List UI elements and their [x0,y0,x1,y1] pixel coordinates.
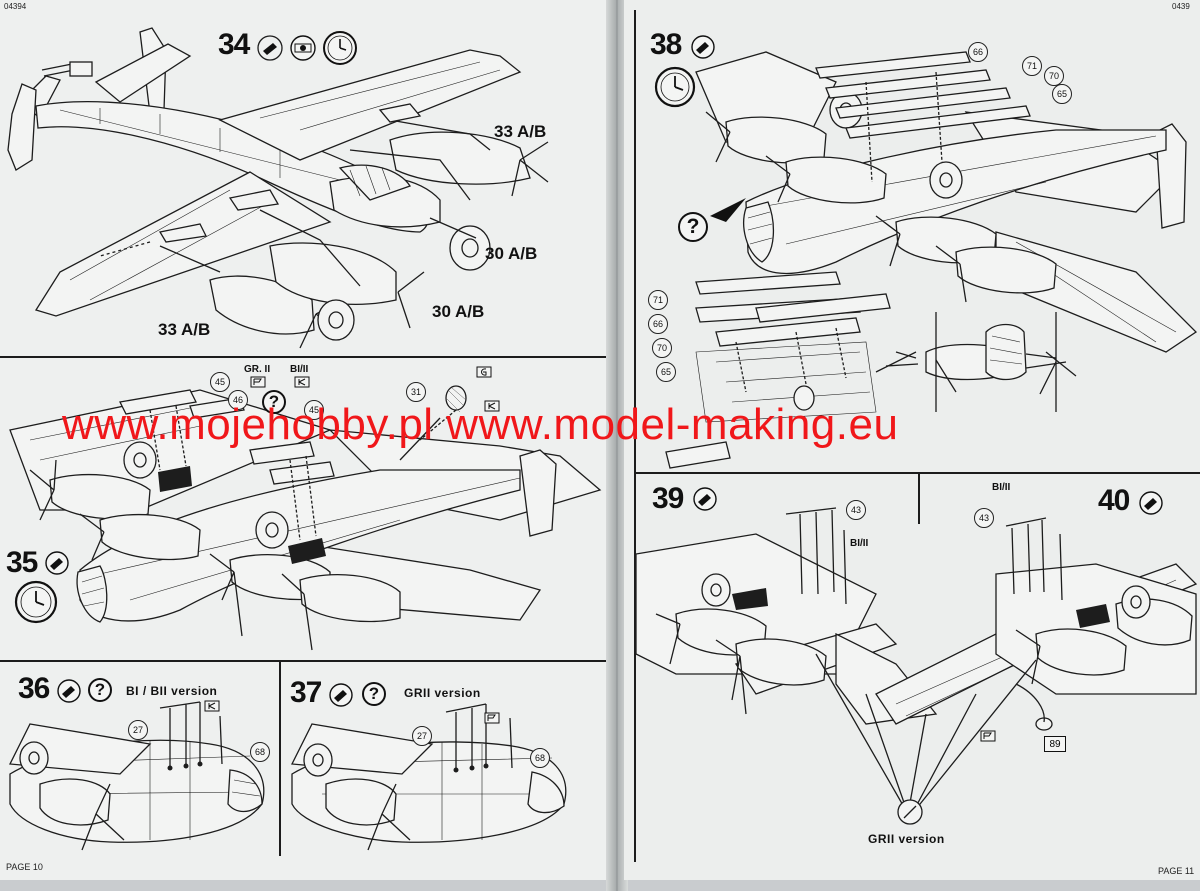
question-mark-icon: ? [88,678,112,702]
glue-tube-icon [691,35,715,59]
step-35-number: 35 [6,546,38,579]
pointer-wedge-icon [710,198,746,222]
step-39-number: 39 [652,482,684,515]
watermark-text: www.mojehobby.pl www.model-making.eu [62,400,899,449]
page-label-right: PAGE 11 [1158,866,1195,876]
callout-70-b: 70 [652,338,672,358]
callout-71-b: 71 [648,290,668,310]
callout-46: 46 [228,390,248,410]
decal-flag-icon [204,700,220,712]
label-33ab-top: 33 A/B [494,122,547,141]
step-37-number: 37 [290,676,322,709]
binding-gutter [606,0,628,891]
glue-tube-icon [45,551,69,575]
question-mark-icon: ? [678,212,708,242]
catalog-number: 04394 [4,2,27,11]
step-34-number: 34 [218,28,250,61]
step-36-number: 36 [18,672,50,705]
clamp-icon [290,35,316,61]
right-page: 0439 [624,0,1200,880]
glue-tube-icon [1139,491,1163,515]
step-36-drawing [8,701,265,851]
tag-gr2: GR. II [244,364,271,375]
tag-bi2-left: BI/II [850,538,869,549]
decal-flag-icon [980,730,996,742]
clock-icon [323,31,357,65]
left-page: 04394 [0,0,612,880]
question-mark-icon: ? [262,390,286,414]
callout-45: 45 [210,372,230,392]
callout-31: 31 [406,382,426,402]
step-40-number: 40 [1098,484,1130,517]
callout-45-b: 45 [304,400,324,420]
decal-flag-icon [484,400,500,412]
callout-65: 65 [1052,84,1072,104]
callout-43-left: 43 [846,500,866,520]
step-39-40-drawing [636,507,1198,825]
callout-43-right: 43 [974,508,994,528]
glue-tube-icon [693,487,717,511]
callout-66-b: 66 [648,314,668,334]
label-30ab-right: 30 A/B [485,244,538,263]
callout-27: 27 [128,720,148,740]
callout-71: 71 [1022,56,1042,76]
decal-flag-icon [294,376,310,388]
callout-27: 27 [412,726,432,746]
tag-bi2-right: BI/II [992,482,1011,493]
glue-tube-icon [329,683,353,707]
label-30ab-bottom: 30 A/B [432,302,485,321]
step-38-drawing [665,51,1198,469]
decal-flag-icon [250,376,266,388]
clock-icon [654,66,696,108]
tag-bi2: BI/II [290,364,309,375]
callout-68: 68 [530,748,550,768]
clock-icon [14,580,58,624]
divider [918,472,920,524]
glue-tube-icon [257,35,283,61]
catalog-number-right: 0439 [1172,2,1190,11]
step-38-number: 38 [650,28,682,61]
callout-70: 70 [1044,66,1064,86]
decal-flag-icon [476,366,492,378]
callout-68: 68 [250,742,270,762]
callout-66: 66 [968,42,988,62]
decal-flag-icon [484,712,500,724]
step-37-drawing [290,703,567,851]
step-34-drawing [7,27,549,349]
part-box-89: 89 [1044,736,1066,752]
page-label-left: PAGE 10 [6,862,43,872]
step-36-version: BI / BII version [126,684,218,698]
callout-65-b: 65 [656,362,676,382]
glue-tube-icon [57,679,81,703]
step-37-version: GRII version [404,686,481,700]
question-mark-icon: ? [362,682,386,706]
step-35-drawing [9,385,602,651]
label-33ab-left: 33 A/B [158,320,211,339]
step-40-version: GRII version [868,832,945,846]
panel-step-39-40 [634,472,1200,862]
